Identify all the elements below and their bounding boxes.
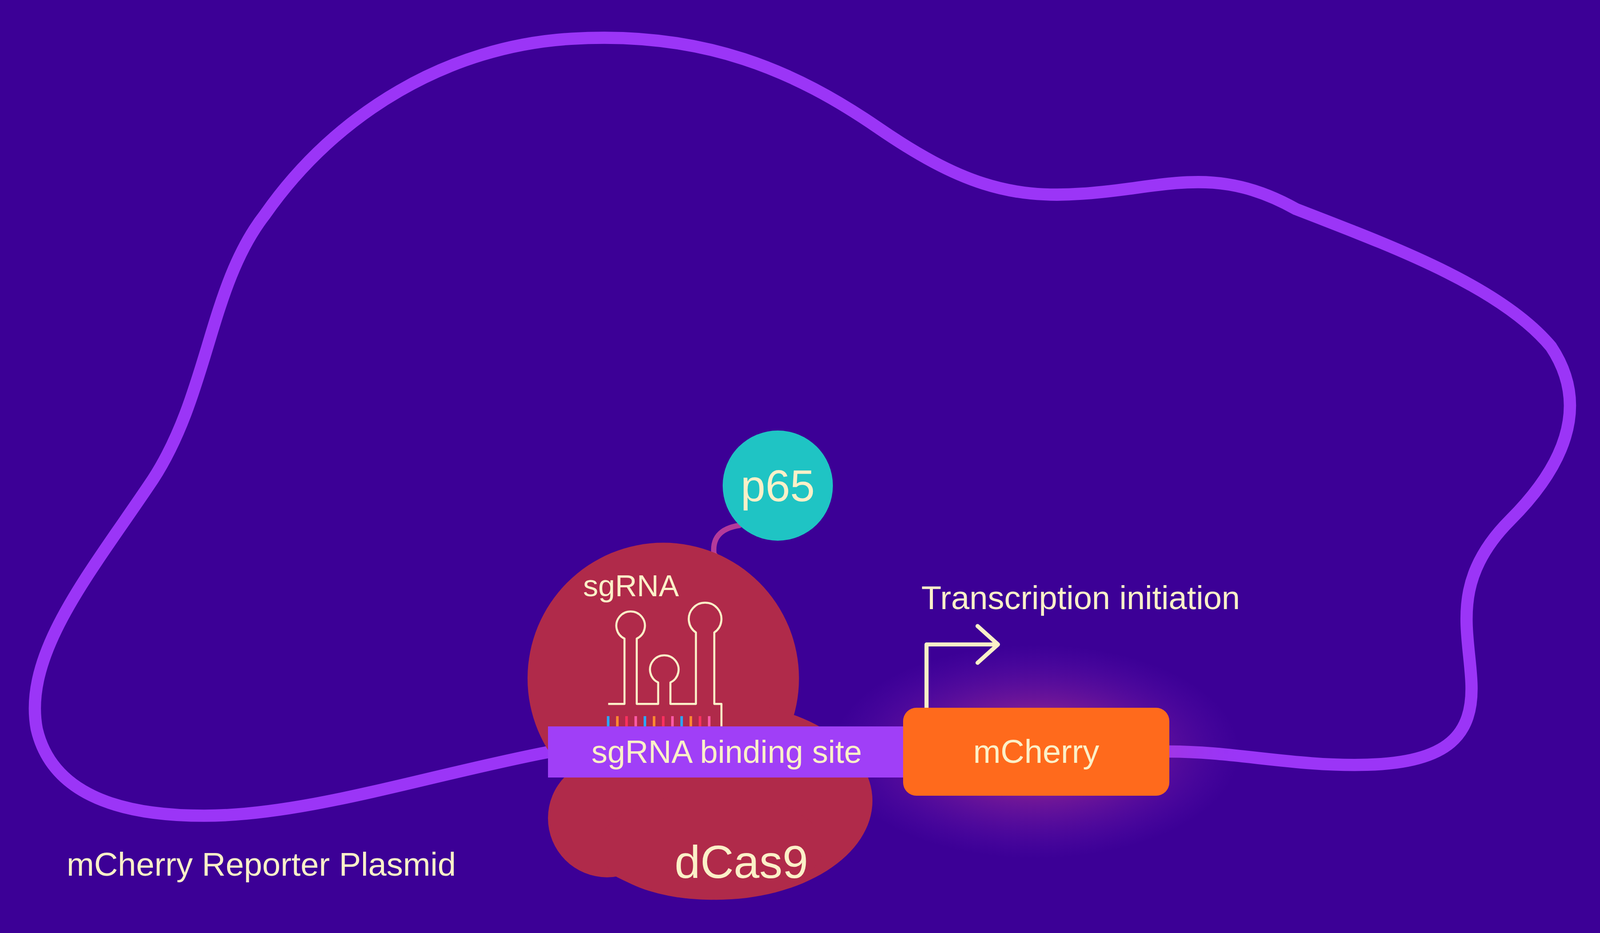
dcas9-protein: sgRNA dCas9: [527, 540, 873, 900]
node-label: dCas9: [674, 836, 809, 888]
node-label: p65: [740, 461, 816, 511]
node-label: mCherry: [973, 733, 1100, 770]
linker-connector: [713, 525, 740, 557]
binding-site-bar: sgRNA binding site: [548, 726, 906, 778]
activator-circle: p65: [722, 430, 833, 541]
sgrna-hairpin: [608, 603, 722, 727]
transcription-arrow: [926, 626, 999, 708]
reporter-gene-box: mCherry: [903, 708, 1170, 796]
plasmid-backbone: [34, 37, 1570, 816]
node-label: sgRNA: [583, 569, 679, 603]
annotation-label: Transcription initiation: [921, 580, 1240, 616]
node-label: sgRNA binding site: [591, 734, 862, 770]
plasmid-name: mCherry Reporter Plasmid: [66, 846, 456, 883]
